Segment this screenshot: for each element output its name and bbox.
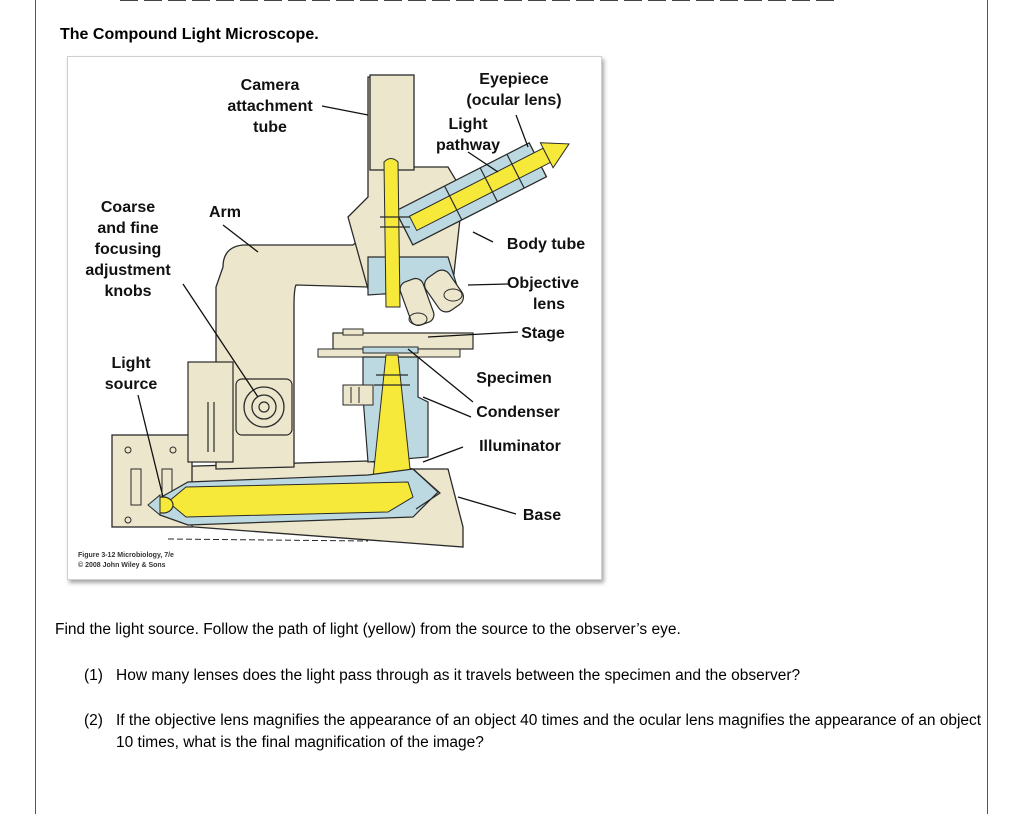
label-condenser: Condenser bbox=[476, 404, 560, 421]
label-camera-1: Camera bbox=[241, 77, 300, 94]
instruction-text: Find the light source. Follow the path o… bbox=[55, 621, 681, 638]
label-illuminator: Illuminator bbox=[479, 438, 561, 455]
label-light-pathway-2: pathway bbox=[436, 137, 500, 154]
specimen-slide bbox=[362, 346, 419, 354]
question-1-number: (1) bbox=[84, 667, 103, 684]
label-camera-2: attachment bbox=[227, 98, 313, 115]
label-light-pathway-1: Light bbox=[448, 116, 488, 133]
label-light-source-2: source bbox=[105, 376, 158, 393]
label-base: Base bbox=[523, 507, 561, 524]
label-camera-3: tube bbox=[253, 119, 287, 136]
question-2-text: If the objective lens magnifies the appe… bbox=[116, 712, 982, 751]
label-coarse-1: Coarse bbox=[101, 199, 155, 216]
figure-caption-1: Figure 3-12 Microbiology, 7/e bbox=[78, 552, 174, 559]
label-specimen: Specimen bbox=[476, 370, 552, 387]
page-right-border bbox=[987, 0, 988, 814]
microscope-figure: Camera attachment tube Eyepiece (ocular … bbox=[67, 56, 602, 580]
label-body-tube: Body tube bbox=[507, 236, 585, 253]
objective-lenses bbox=[399, 269, 465, 327]
question-2-number: (2) bbox=[84, 712, 103, 729]
label-eyepiece-1: Eyepiece bbox=[479, 71, 548, 88]
label-coarse-5: knobs bbox=[104, 283, 151, 300]
camera-tube bbox=[369, 74, 415, 171]
label-coarse-2: and fine bbox=[97, 220, 158, 237]
eyepiece-tube bbox=[394, 142, 570, 246]
label-objective-2: lens bbox=[533, 296, 565, 313]
label-light-source-1: Light bbox=[111, 355, 151, 372]
page-left-border bbox=[35, 0, 36, 814]
microscope-diagram: Camera attachment tube Eyepiece (ocular … bbox=[78, 71, 585, 569]
focus-knob bbox=[235, 378, 293, 436]
figure-caption-2: © 2008 John Wiley & Sons bbox=[78, 561, 166, 569]
leader-lines bbox=[137, 105, 529, 515]
question-1-text: How many lenses does the light pass thro… bbox=[116, 667, 801, 684]
label-eyepiece-2: (ocular lens) bbox=[466, 92, 561, 109]
page-heading: The Compound Light Microscope. bbox=[60, 26, 319, 43]
cutoff-text-line bbox=[120, 0, 840, 4]
label-arm: Arm bbox=[209, 204, 241, 221]
label-coarse-3: focusing bbox=[95, 241, 162, 258]
label-objective-1: Objective bbox=[507, 275, 579, 292]
label-coarse-4: adjustment bbox=[85, 262, 171, 279]
label-stage: Stage bbox=[521, 325, 565, 342]
